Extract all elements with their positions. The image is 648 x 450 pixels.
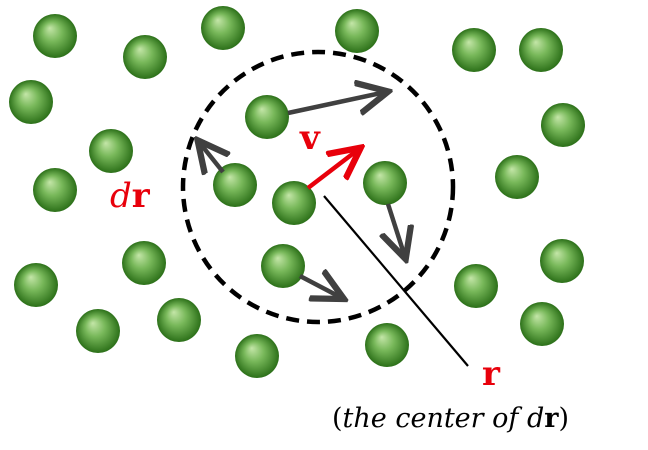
particle	[245, 95, 289, 139]
particle	[14, 263, 58, 307]
particle	[201, 6, 245, 50]
velocity-label: v	[300, 118, 320, 158]
particle	[235, 334, 279, 378]
particle	[520, 302, 564, 346]
particle	[33, 168, 77, 212]
volume-element-label-d: d	[110, 176, 132, 216]
particle	[335, 9, 379, 53]
particle	[76, 309, 120, 353]
position-label: r	[482, 354, 500, 394]
particle	[157, 298, 201, 342]
velocity-arrow	[287, 92, 386, 113]
particle	[365, 323, 409, 367]
caption-d: d	[527, 403, 545, 434]
particle	[33, 14, 77, 58]
velocity-v-arrow	[306, 149, 359, 190]
velocity-arrow	[199, 142, 223, 172]
particle	[272, 181, 316, 225]
particle	[122, 241, 166, 285]
volume-element-label: dr	[110, 176, 150, 216]
particle	[452, 28, 496, 72]
particle	[363, 161, 407, 205]
particles	[9, 6, 585, 378]
particle	[519, 28, 563, 72]
volume-element-boundary	[180, 49, 456, 325]
particle	[540, 239, 584, 283]
particle	[541, 103, 585, 147]
particle-velocity-arrows	[199, 92, 405, 298]
caption-open-paren: (	[332, 403, 343, 434]
velocity-arrow	[388, 203, 405, 257]
particle	[9, 80, 53, 124]
particle	[495, 155, 539, 199]
position-pointer-line	[323, 195, 469, 367]
velocity-arrow	[298, 276, 342, 298]
particle	[123, 35, 167, 79]
particle	[261, 244, 305, 288]
caption-close-paren: )	[558, 403, 570, 434]
caption-r: r	[544, 403, 559, 434]
particle	[454, 264, 498, 308]
particle	[89, 129, 133, 173]
volume-element-label-r: r	[131, 176, 150, 216]
position-caption: (the center of dr)	[332, 403, 569, 434]
caption-text: the center of	[342, 403, 527, 434]
